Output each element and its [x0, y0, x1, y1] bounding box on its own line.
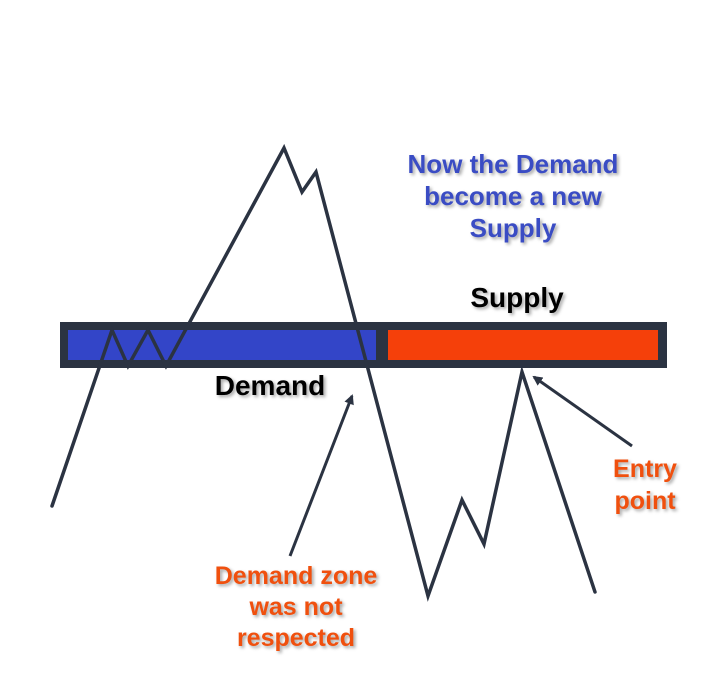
new-supply-text-line3: Supply — [470, 213, 557, 243]
entry-point-arrow — [532, 375, 633, 448]
new-supply-text-line1: Now the Demand — [408, 149, 619, 179]
not-respected-text-line2: was not — [248, 593, 343, 621]
not-respected-text-line3: respected — [237, 624, 355, 652]
price-line — [50, 143, 597, 602]
supply-zone — [388, 330, 658, 360]
new-supply-text-line2: become a new — [424, 181, 603, 211]
not-respected-text-line1: Demand zone — [215, 562, 378, 590]
entry-point-text-line2: point — [614, 487, 676, 515]
not-respected-arrow — [288, 394, 354, 557]
demand-label: Demand — [215, 370, 325, 401]
entry-point-text-line1: Entry — [613, 455, 677, 483]
supply-label: Supply — [470, 282, 564, 313]
